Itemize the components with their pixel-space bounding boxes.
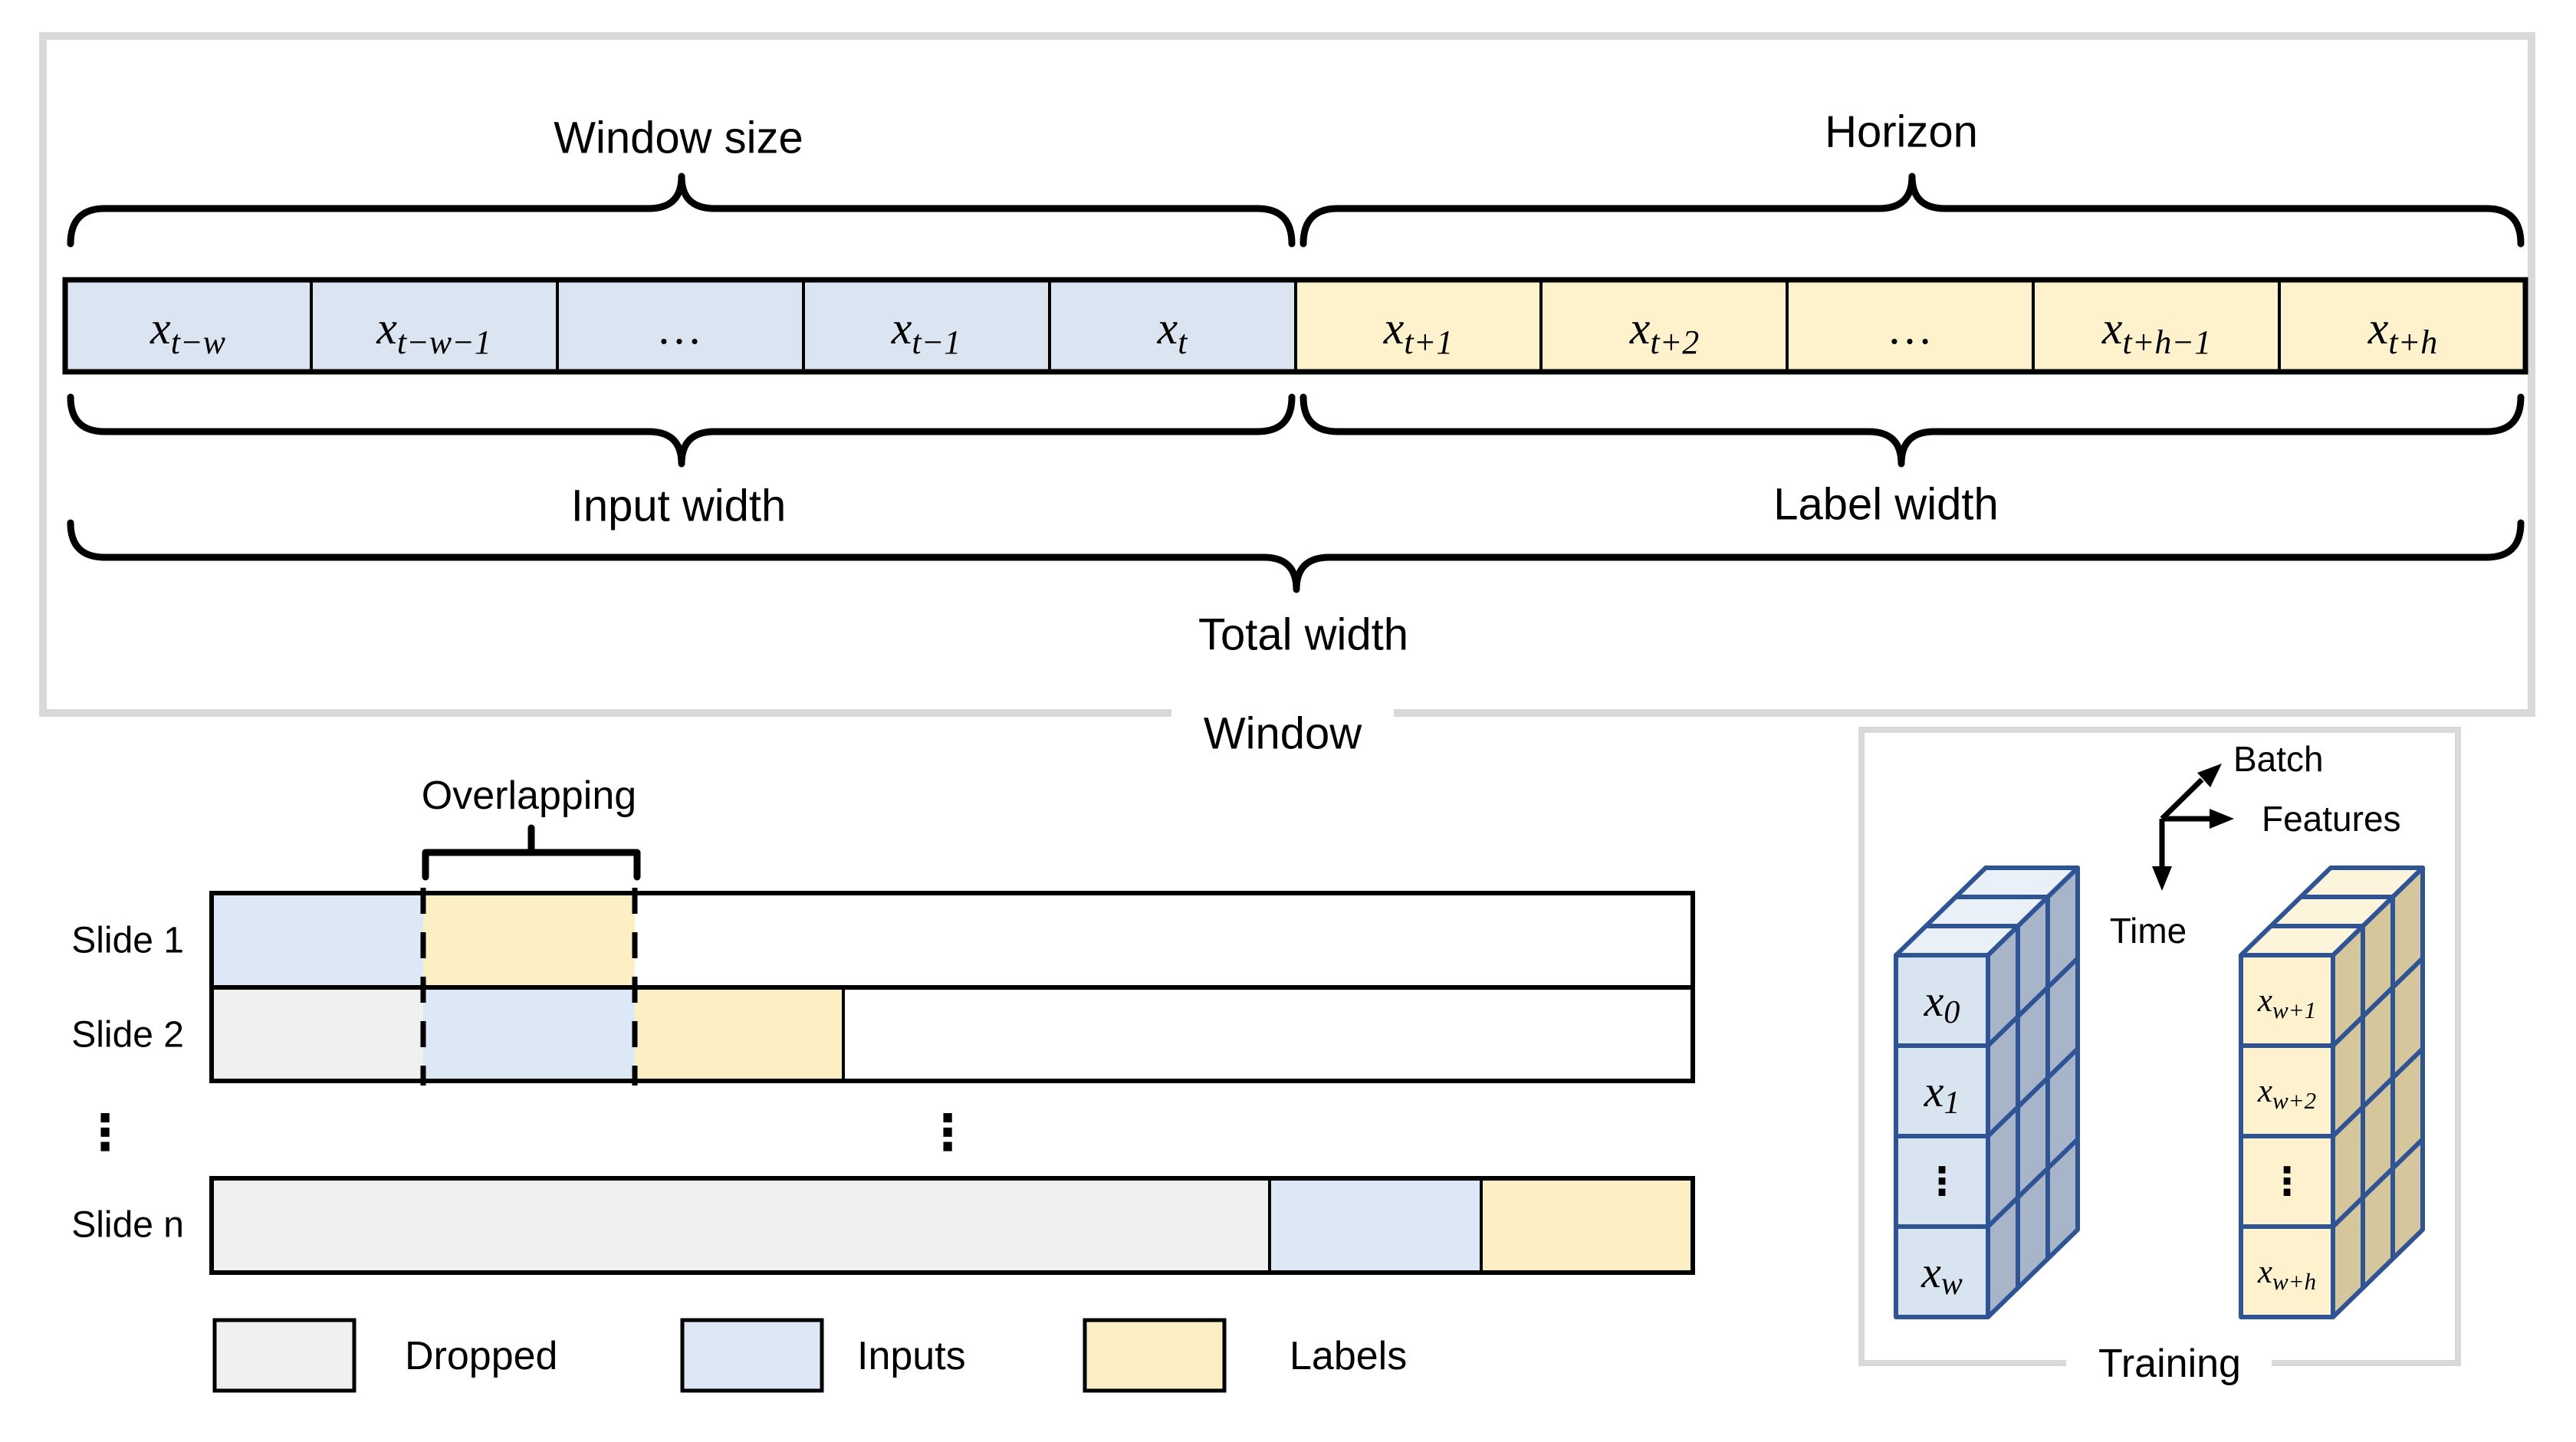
batch-axis-label: Batch [2233,739,2324,779]
input-cells-background [65,280,1296,372]
window-size-brace [67,172,1296,248]
input-tensor-cell-x1: x1 [1924,1066,1960,1122]
input-tensor-cell-x0: x0 [1924,976,1960,1031]
overlapping-bracket [422,824,641,881]
training-caption: Training [2098,1342,2241,1386]
slide1-label: Slide 1 [71,921,184,961]
tensor-side-line [1986,1046,2080,1138]
overlapping-label: Overlapping [422,774,636,818]
slide2-label-segment [635,987,843,1081]
window-caption-gap [1171,699,1394,727]
cell-x-t: xt [1157,303,1189,361]
label-width-label: Label width [1773,480,1998,530]
legend-swatch-inputs [680,1318,824,1393]
sliden-label: Slide n [71,1205,184,1246]
cell-strip: xt−w xt−w−1 … xt−1 xt xt+1 xt+2 … xt+h−1… [62,277,2528,375]
legend-label-dropped: Dropped [405,1334,557,1378]
label-tensor-cell-xw1: xw+1 [2257,983,2316,1023]
slide2-label: Slide 2 [71,1015,184,1056]
total-width-brace [67,519,2525,593]
legend-label-labels: Labels [1290,1334,1407,1378]
slide1-label-segment [423,893,635,987]
cell-x-t-w: xt−w [150,303,226,361]
slide2-input-segment [423,987,635,1081]
slides-ellipsis-left: ⋮ [80,1105,130,1161]
label-tensor-top-face [2298,866,2425,899]
cell-x-t-1: xt−1 [891,303,961,361]
input-tensor-stack: x0 x1 ⋮ xw [1894,866,2080,1319]
cell-strip-outline [62,277,2528,375]
cell-x-th-1: xt+h−1 [2101,303,2211,361]
label-tensor-stack: xw+1 xw+2 ⋮ xw+h [2239,866,2425,1319]
cell-ellipsis-label: … [1890,303,1930,353]
legend-label-inputs: Inputs [857,1334,966,1378]
horizon-brace [1300,172,2525,248]
sliden-row-outline [209,1176,1695,1275]
cell-x-t-w-1: xt−w−1 [376,303,491,361]
slide1-input-segment [212,893,423,987]
window-panel: Window Window size Horizon xt−w xt−w−1 …… [39,32,2535,759]
slide2-row-outline [209,985,1695,1083]
tensor-axes: Batch Features Time [2110,739,2401,951]
input-width-label: Input width [571,481,787,531]
sliden-label-segment [1481,1178,1693,1273]
window-caption: Window [1204,709,1362,759]
training-panel: Training Batch Features Time [1858,727,2461,1386]
label-tensor-cell-xwh: xw+h [2257,1254,2316,1295]
legend: Dropped Inputs Labels [212,1318,1407,1393]
cell-x-t2: xt+2 [1629,303,1700,361]
sliden-input-segment [1270,1178,1481,1273]
legend-swatch-dropped [212,1318,356,1393]
slides-diagram: Overlapping Slide 1 Slide 2 ⋮ ⋮ Slide n [71,774,1695,1275]
input-tensor-top-face [1953,866,2080,899]
horizon-label: Horizon [1825,107,1978,157]
batch-arrowhead-icon [2197,764,2222,787]
input-width-brace [67,393,1296,468]
features-axis-label: Features [2262,799,2401,839]
features-arrowhead-icon [2210,809,2234,829]
sliden-dropped-segment [212,1178,1270,1273]
tensor-side-line [1986,1137,2080,1229]
tensor-side-line [1986,956,2080,1048]
time-arrowhead-icon [2152,866,2172,891]
window-size-label: Window size [554,113,803,163]
cell-ellipsis-input: … [659,303,700,353]
total-width-label: Total width [1198,610,1408,660]
input-tensor-cell-xw: xw [1921,1247,1963,1302]
label-tensor-cell-xw2: xw+2 [2257,1073,2316,1114]
legend-swatch-labels [1083,1318,1227,1393]
tensor-side-line [2331,1046,2425,1138]
training-caption-gap [2066,1349,2272,1377]
slide2-dropped-segment [212,987,423,1081]
label-tensor-cell-ellipsis: ⋮ [2268,1159,2306,1204]
batch-axis-arrow [2160,777,2204,821]
tensor-side-line [2331,956,2425,1048]
cell-x-t1: xt+1 [1383,303,1454,361]
tensor-side-line [2331,1137,2425,1229]
label-width-brace [1300,393,2525,468]
input-tensor-cell-ellipsis: ⋮ [1923,1159,1961,1204]
time-axis-label: Time [2110,911,2187,951]
cell-x-th: xt+h [2367,303,2438,361]
label-cells-background [1296,280,2525,372]
slides-ellipsis-center: ⋮ [923,1105,972,1161]
